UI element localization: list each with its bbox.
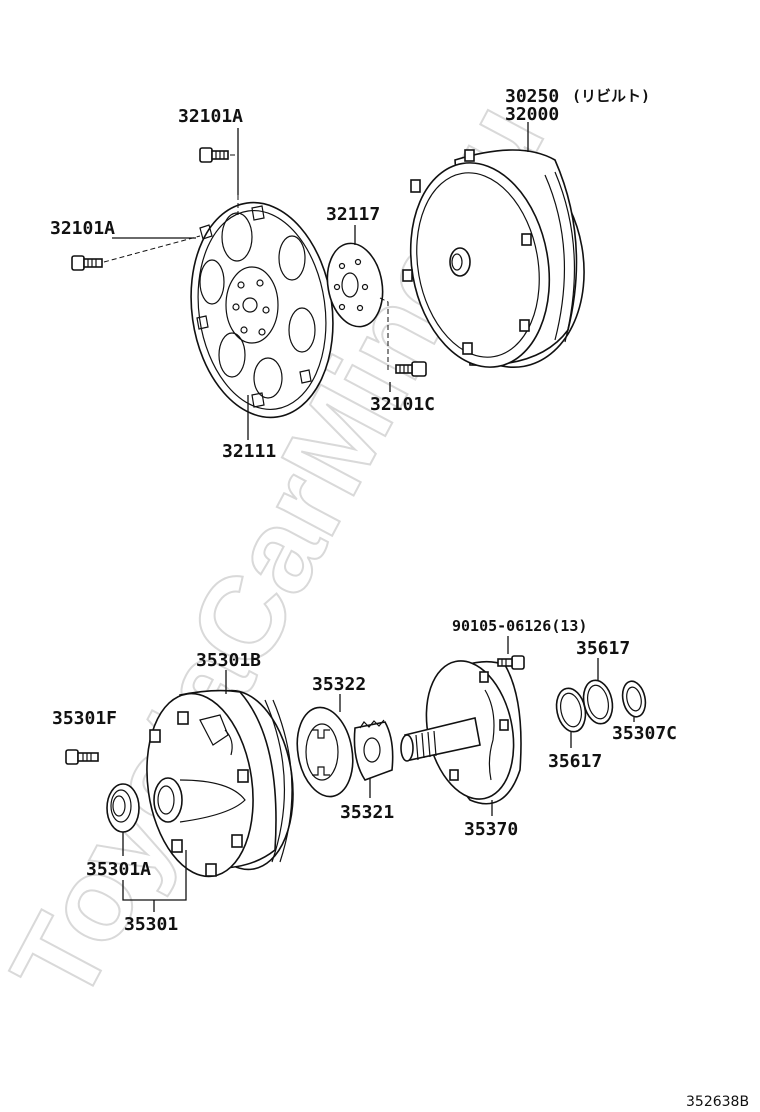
label-35370: 35370 [464,819,518,840]
label-32000: 32000 [505,104,559,125]
bolt-90105-06126[interactable] [497,655,525,670]
label-35617-bottom: 35617 [548,751,602,772]
thrust-washer-35307c[interactable] [619,679,648,719]
label-30250: 30250 [505,86,559,107]
driven-gear-35322[interactable] [291,703,360,801]
torque-converter-32000[interactable] [395,140,600,380]
stator-shaft-35370[interactable] [400,653,526,807]
spacer-32117[interactable] [321,239,389,331]
label-35301a: 35301A [86,859,151,880]
label-32111: 32111 [222,441,276,462]
bolt-32101a-left[interactable] [71,255,103,271]
label-35307c: 35307C [612,723,677,744]
diagram-reference: 352638B [686,1094,749,1110]
seal-ring-35617-b[interactable] [580,678,617,727]
label-32101a-left: 32101A [50,218,115,239]
label-35617-top: 35617 [576,638,630,659]
oil-pump-body-35301b[interactable] [136,684,304,884]
label-90105-06126: 90105-06126(13) [452,617,587,635]
label-32101a-top: 32101A [178,106,243,127]
label-32101c: 32101C [370,394,435,415]
label-35321: 35321 [340,802,394,823]
label-32117: 32117 [326,204,380,225]
label-35301f: 35301F [52,708,117,729]
oil-seal-35301a[interactable] [106,783,140,833]
label-35301: 35301 [124,914,178,935]
label-35322: 35322 [312,674,366,695]
bolt-35301f[interactable] [65,749,99,765]
label-30250-note: (リビルト) [572,87,650,105]
label-35301b: 35301B [196,650,261,671]
bolt-32101c[interactable] [395,361,427,377]
drive-gear-35321[interactable] [353,719,394,781]
bolt-32101a-top[interactable] [199,147,229,163]
